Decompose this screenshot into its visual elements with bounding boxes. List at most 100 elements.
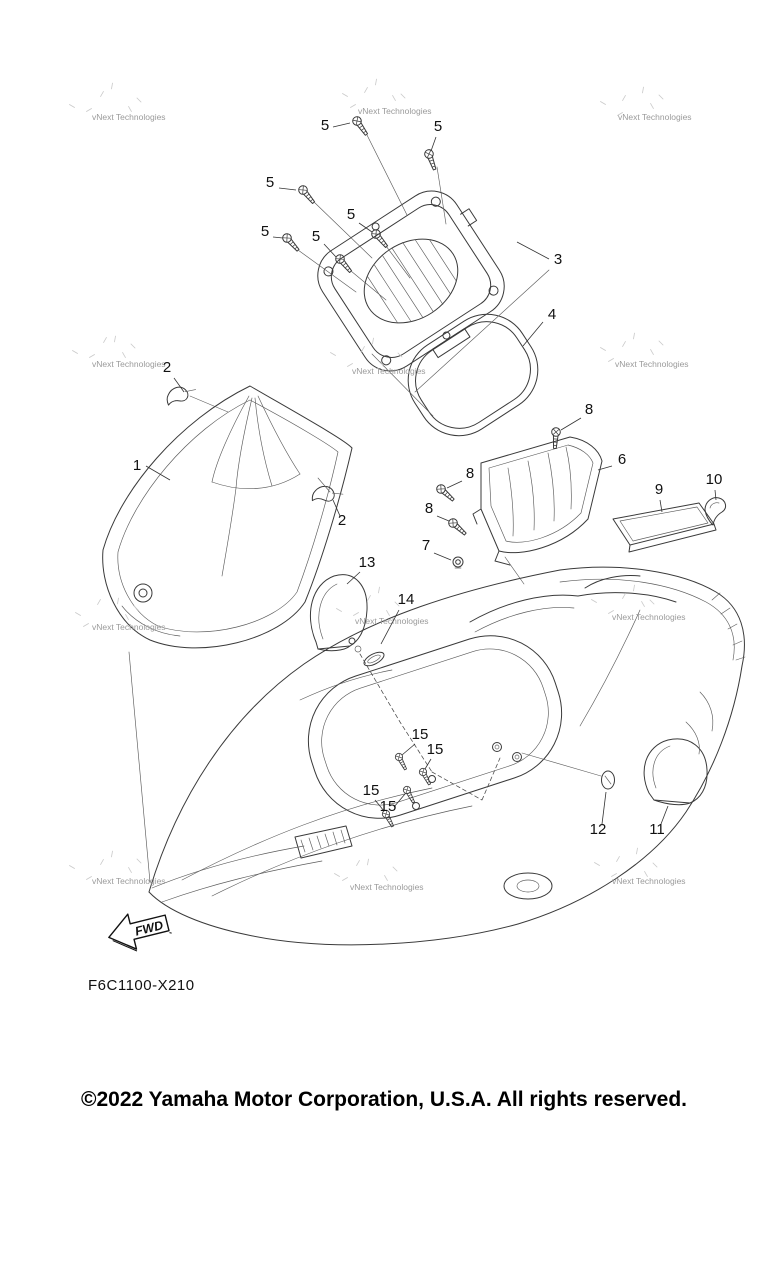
- leader-line-5-10: [358, 222, 373, 233]
- mirror-left: [309, 574, 368, 653]
- watermark-texture: [334, 873, 340, 877]
- callout-label-7-12: 7: [422, 537, 430, 554]
- leader-line-10-17: [714, 489, 717, 501]
- watermark-texture: [633, 584, 635, 592]
- leader-line-15-22: [401, 743, 416, 756]
- callout-label-15-24: 15: [363, 782, 380, 799]
- watermark-texture: [117, 597, 119, 605]
- callout-label-15-22: 15: [412, 726, 429, 743]
- watermark-texture: [350, 104, 356, 108]
- watermark-texture: [342, 877, 348, 881]
- leader-line-6-11: [597, 465, 613, 471]
- watermark-texture: [136, 97, 142, 103]
- callout-label-13-20: 13: [359, 554, 376, 571]
- watermark-texture: [641, 601, 645, 607]
- clip-link-line: [189, 395, 229, 413]
- leader-line-5-7: [278, 187, 297, 191]
- leader-line-13-20: [346, 571, 361, 585]
- watermark-texture: [83, 623, 89, 627]
- watermark-texture: [642, 86, 644, 94]
- watermark-texture: [86, 876, 92, 880]
- front-hood: [102, 385, 353, 649]
- mirror-gasket: [363, 651, 385, 667]
- hatch-screws: [280, 114, 447, 301]
- callout-label-8-15: 8: [425, 500, 433, 517]
- leader-line-8-15: [436, 515, 450, 522]
- watermark-texture: [114, 335, 116, 343]
- callout-label-12-19: 12: [590, 821, 607, 838]
- watermark-texture: [356, 860, 360, 866]
- watermark-texture: [347, 363, 353, 367]
- watermark-texture: [608, 610, 614, 614]
- watermark-text: vNext Technologies: [355, 616, 429, 626]
- leader-line-15-25: [393, 793, 406, 808]
- leader-line-1-0: [145, 465, 171, 481]
- watermark-texture: [636, 847, 638, 855]
- watermark-text: vNext Technologies: [92, 876, 166, 886]
- watermark-texture: [361, 346, 365, 352]
- watermark-texture: [622, 341, 626, 347]
- leader-line-15-23: [424, 758, 432, 770]
- watermark-texture: [100, 91, 104, 97]
- line-art: [102, 114, 746, 946]
- watermark-text: vNext Technologies: [350, 882, 424, 892]
- leader-line-8-13: [560, 417, 582, 431]
- watermark-texture: [330, 352, 336, 356]
- tray-cover: [612, 502, 717, 553]
- watermark-texture: [72, 350, 78, 354]
- leader-line-5-6: [430, 136, 437, 152]
- watermark-text: vNext Technologies: [612, 612, 686, 622]
- watermark-texture: [378, 586, 380, 594]
- watermark-texture: [111, 82, 113, 90]
- watermark-texture: [367, 858, 369, 866]
- watermark-texture: [103, 337, 107, 343]
- callout-label-2-1: 2: [163, 359, 171, 376]
- watermark-texture: [622, 95, 626, 101]
- callout-label-2-2: 2: [338, 512, 346, 529]
- watermark-texture: [133, 605, 139, 611]
- watermark-texture: [600, 101, 606, 105]
- callout-label-8-13: 8: [585, 401, 593, 418]
- watermark-texture: [97, 599, 101, 605]
- watermark-texture: [375, 78, 377, 86]
- watermark-texture: [617, 112, 623, 116]
- watermark-texture: [392, 95, 396, 101]
- watermark-texture: [86, 108, 92, 112]
- watermark-texture: [658, 94, 664, 100]
- watermark-texture: [100, 859, 104, 865]
- watermark-texture: [650, 103, 654, 109]
- callout-label-5-8: 5: [261, 223, 269, 240]
- callout-label-4-4: 4: [548, 306, 556, 323]
- engine-hatch-cover: [317, 190, 505, 372]
- diagram-canvas: vNext Technologies vNext Technologies vNex…: [69, 78, 746, 994]
- watermark-texture: [616, 856, 620, 862]
- leader-line-5-9: [323, 243, 337, 258]
- callout-label-5-6: 5: [434, 118, 442, 135]
- leader-line-5-5: [332, 122, 351, 128]
- console-cover: [472, 436, 603, 566]
- watermark-texture: [75, 612, 81, 616]
- leader-line-2-2: [332, 499, 341, 517]
- watermark-texture: [386, 610, 390, 616]
- watermark-texture: [372, 337, 374, 345]
- callout-label-15-23: 15: [427, 741, 444, 758]
- hood-clip-upper: [166, 386, 196, 406]
- callout-label-6-11: 6: [618, 451, 626, 468]
- watermark-texture: [353, 612, 359, 616]
- callout-label-5-9: 5: [312, 228, 320, 245]
- watermark-texture: [633, 332, 635, 340]
- watermark-texture: [400, 93, 406, 99]
- watermark-text: vNext Technologies: [615, 359, 689, 369]
- cover-nut: [452, 556, 464, 569]
- callout-label-8-14: 8: [466, 465, 474, 482]
- watermark-texture: [644, 871, 648, 877]
- console-screws: [434, 426, 562, 538]
- watermark-texture: [69, 104, 75, 108]
- watermark-text: vNext Technologies: [352, 366, 426, 376]
- hood-clip-lower: [311, 485, 344, 502]
- callout-label-14-21: 14: [398, 591, 415, 608]
- leader-line-15-24: [374, 799, 385, 812]
- leader-line-9-16: [659, 499, 663, 513]
